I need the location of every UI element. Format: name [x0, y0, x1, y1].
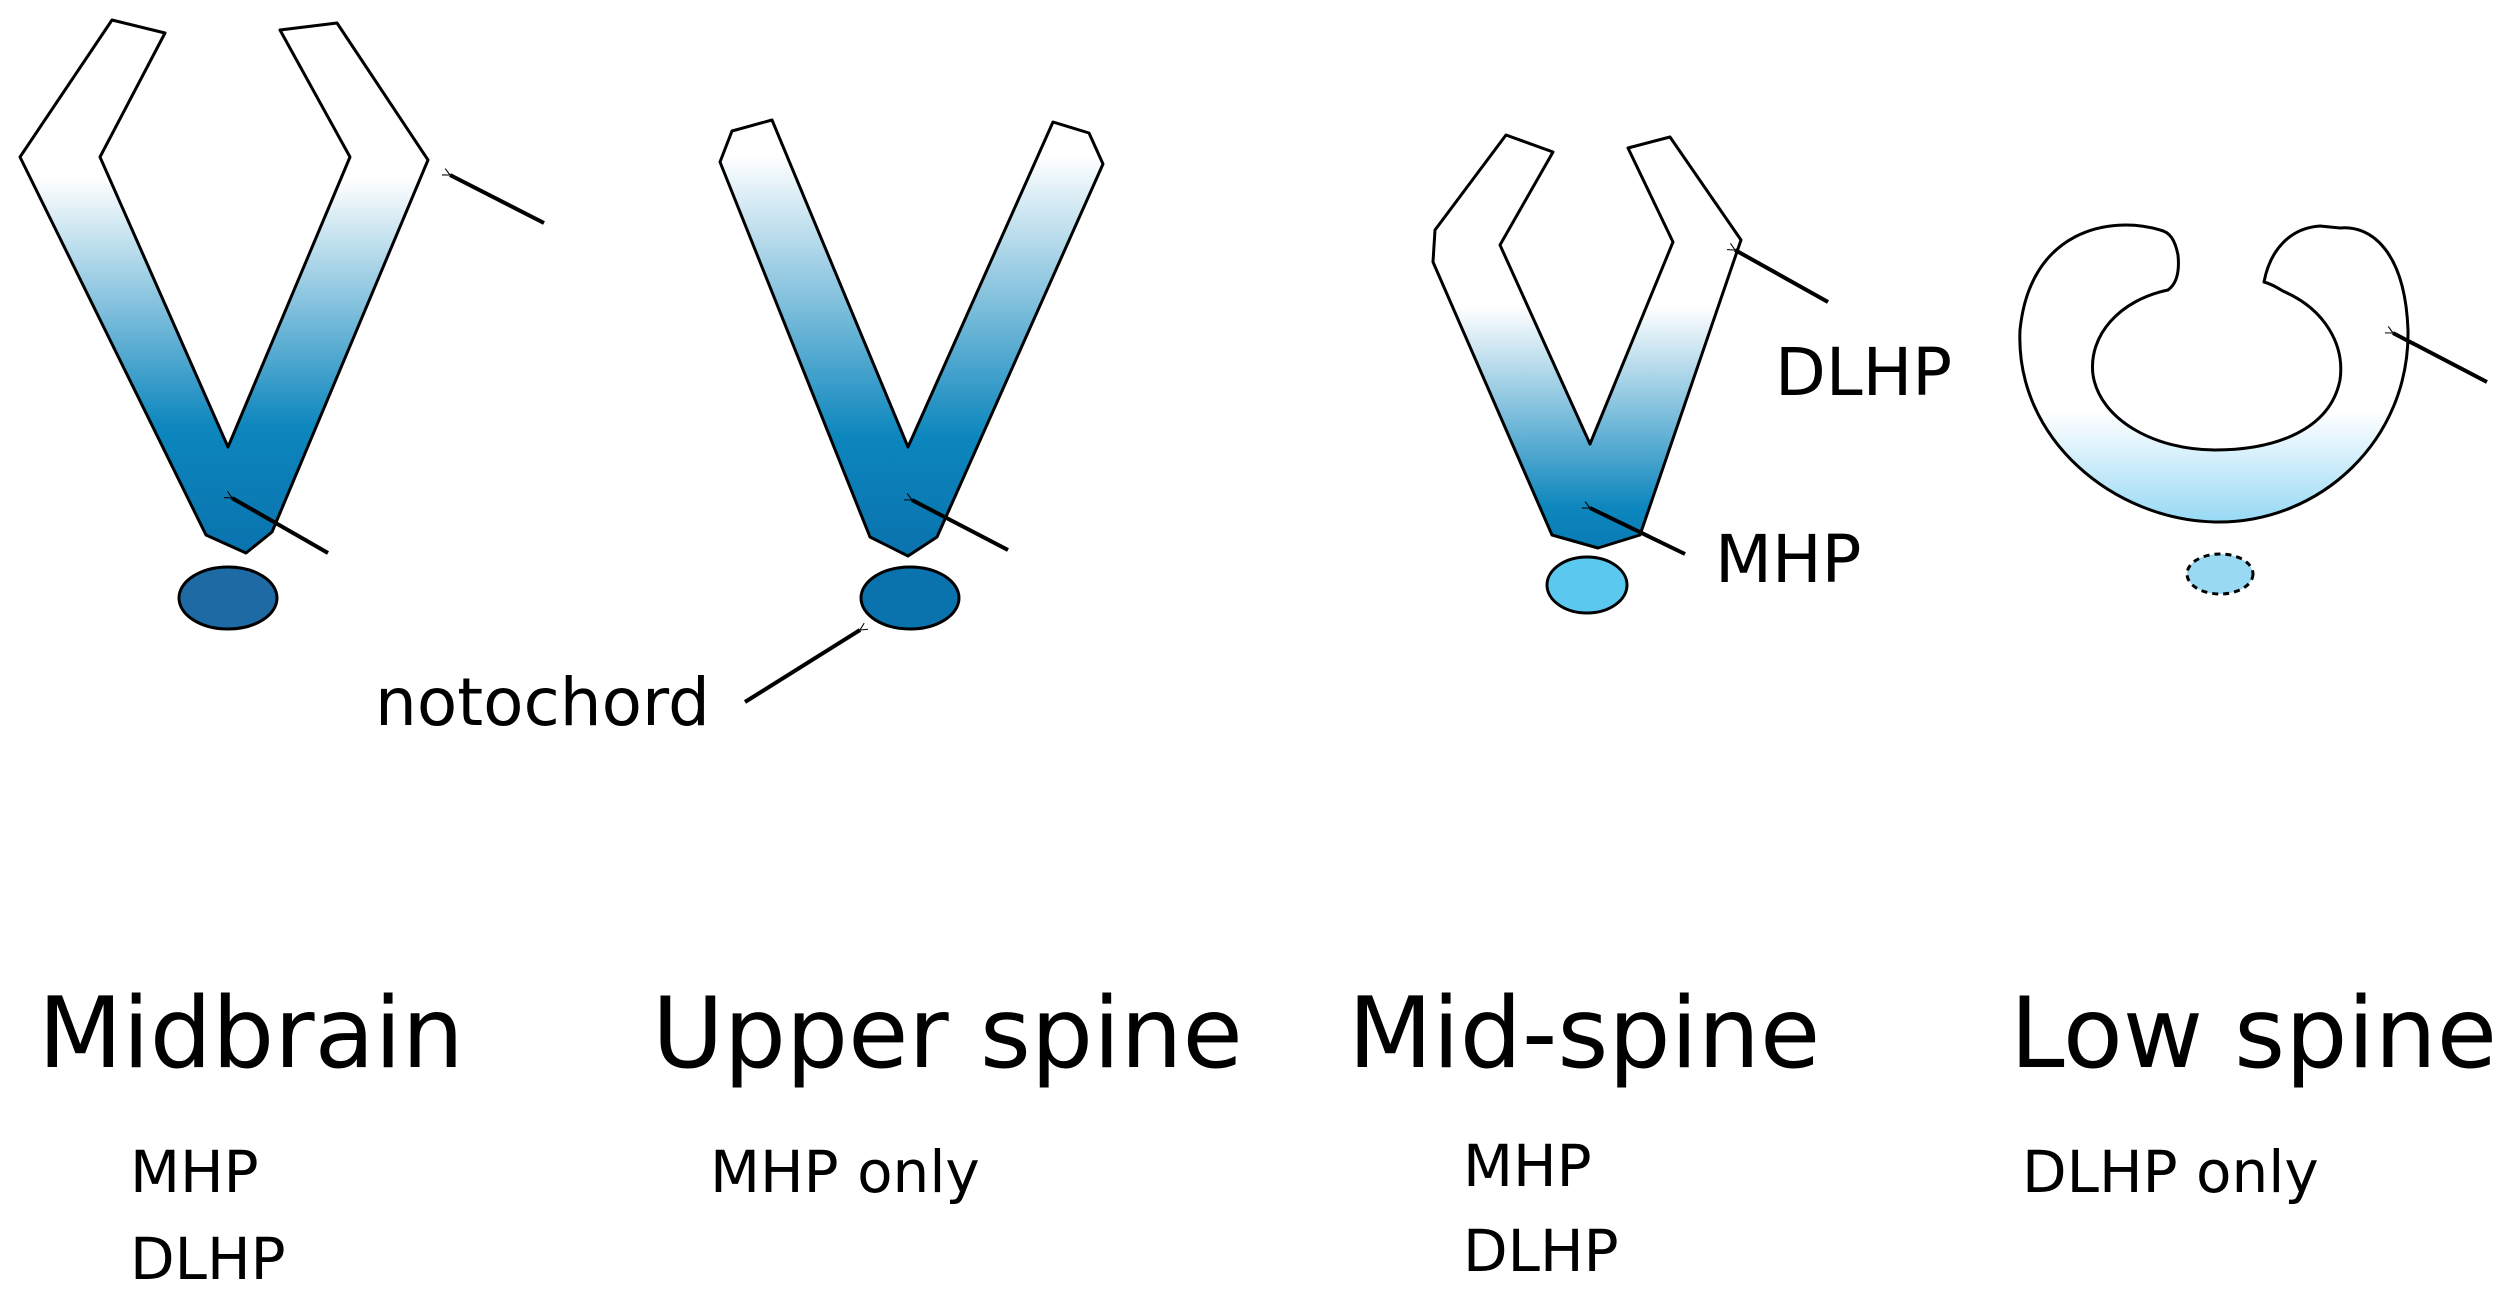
- mid-spine-note-mhp: MHP: [1463, 1132, 1592, 1200]
- mid-spine-note-dlhp: DLHP: [1463, 1217, 1619, 1285]
- midbrain-dlhp-arrow: [450, 175, 545, 225]
- midbrain-note-dlhp: DLHP: [130, 1225, 286, 1293]
- notochord-label: notochord: [375, 664, 710, 741]
- dlhp-label: DLHP: [1775, 334, 1953, 411]
- low-spine-title: Low spine: [2010, 977, 2498, 1091]
- midbrain-notochord: [177, 565, 279, 631]
- upper-spine-neural-plate: [718, 118, 1105, 558]
- upper-spine-title: Upper spine: [652, 977, 1243, 1091]
- low-spine-dlhp-arrow: [2393, 333, 2488, 384]
- midbrain-neural-plate: [18, 18, 430, 555]
- mid-spine-title: Mid-spine: [1348, 977, 1821, 1091]
- midbrain-title: Midbrain: [38, 977, 464, 1091]
- mid-spine-mhp-arrow: [1590, 508, 1686, 556]
- mhp-label: MHP: [1715, 521, 1862, 598]
- upper-spine-mhp-arrow: [912, 500, 1009, 552]
- notochord-arrow: [743, 630, 860, 704]
- low-spine-note: DLHP only: [2022, 1138, 2319, 1206]
- mid-spine-dlhp-arrow: [1735, 250, 1829, 304]
- low-spine-neural-tube: [2018, 223, 2410, 524]
- mid-spine-notochord: [1545, 555, 1629, 615]
- upper-spine-notochord: [859, 565, 961, 631]
- midbrain-note-mhp: MHP: [130, 1138, 259, 1206]
- low-spine-notochord: [2185, 552, 2255, 596]
- midbrain-mhp-arrow: [232, 498, 329, 555]
- upper-spine-note: MHP only: [710, 1138, 980, 1206]
- mid-spine-neural-plate: [1431, 133, 1743, 550]
